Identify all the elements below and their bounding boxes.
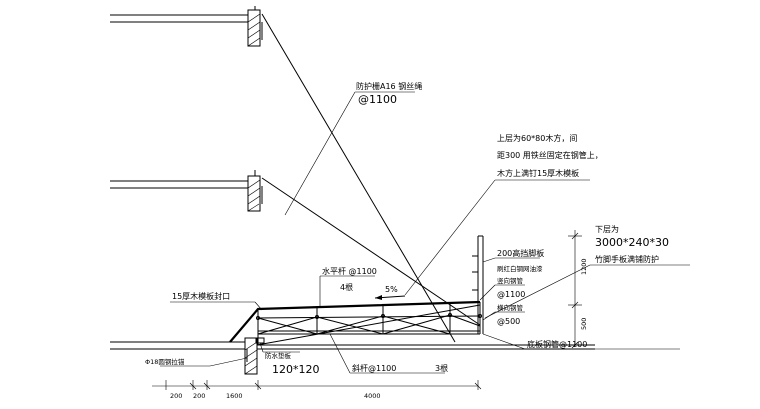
diagonal-pole-label: 斜杆@1100: [352, 363, 396, 373]
dimension-lines: [152, 230, 582, 390]
floor-slab-top: [110, 6, 261, 47]
dim-1600: 1600: [226, 392, 243, 400]
dim-1200: 1200: [580, 258, 588, 275]
sealing-plank-label: 15厚木模板封口: [172, 291, 230, 301]
anchor-bolt-label: Φ18圆钢拉锚: [145, 357, 185, 366]
toe-board-label: 200高挡脚板: [497, 248, 544, 258]
vertical-pipe-spacing: @1100: [497, 290, 525, 299]
upper-layer-note-2: 距300 用铁丝固定在钢管上，: [497, 150, 603, 160]
bottom-pipe-label: 底板钢管@1100: [527, 339, 587, 349]
guard-rope-label: 防护栅A16 钢丝绳: [356, 81, 422, 91]
vertical-pipe-label: 竖向钢管: [497, 276, 524, 285]
horizontal-pipe-spacing: @500: [497, 317, 520, 326]
dim-4000: 4000: [364, 392, 381, 400]
guard-rope-spacing: @1100: [358, 93, 397, 106]
dim-200-a: 200: [170, 392, 182, 400]
horizontal-pipe-label: 横向钢管: [497, 303, 524, 312]
floor-slab-middle: [110, 170, 261, 212]
three-poles-label: 3根: [435, 363, 448, 373]
leader-lines: [160, 91, 690, 374]
upper-layer-note-3: 木方上满钉15厚木模板: [497, 168, 579, 178]
waterproof-pad-label: 防水垫板: [265, 351, 292, 360]
pad-size-label: 120*120: [272, 363, 320, 376]
horizontal-pole-label: 水平杆 @1100: [322, 266, 377, 276]
lower-layer-note-1: 下层为: [595, 224, 619, 234]
four-poles-label: 4根: [340, 282, 353, 292]
lower-layer-note-3: 竹脚手板满铺防护: [595, 254, 659, 264]
paint-note-label: 刷红白钢网油漆: [497, 264, 543, 273]
dim-200-b: 200: [193, 392, 205, 400]
slope-label: 5%: [385, 285, 398, 294]
upper-layer-note-1: 上层为60*80木方，间: [497, 133, 577, 143]
canopy-frame: [229, 235, 484, 362]
wire-ropes: [261, 13, 481, 343]
floor-slab-bottom: [110, 337, 595, 375]
dim-500: 500: [580, 318, 588, 330]
lower-layer-size: 3000*240*30: [595, 236, 669, 249]
